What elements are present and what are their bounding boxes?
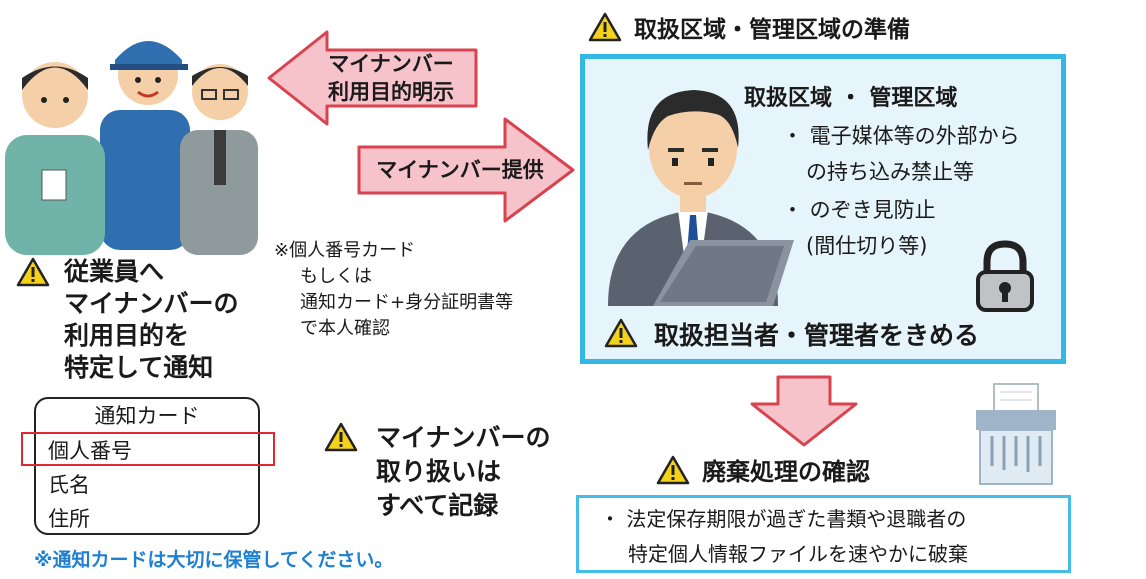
warning-icon [656,455,690,485]
zone-bullet1-line2: の持ち込み禁止等 [806,160,974,184]
disposal-box [576,495,1071,573]
employee-notice-line3: 利用目的を [64,321,190,350]
provide-arrow-label: マイナンバー提供 [376,158,544,182]
notification-card-row-address: 住所 [48,507,90,531]
notification-card [34,397,260,535]
employee-notice-line1: 従業員へ [64,257,165,286]
purpose-arrow-label-2: 利用目的明示 [328,80,454,104]
purpose-arrow-label-1: マイナンバー [328,52,454,76]
workers-illustration [0,20,260,255]
disposal-line1: ・ 法定保存期限が過ぎた書類や退職者の [600,507,967,531]
zone-bullet2-line1: ・ のぞき見防止 [782,198,936,222]
notification-card-row-number: 個人番号 [48,439,132,463]
purpose-disclosure-arrow [265,28,480,128]
warning-icon [324,422,358,452]
warning-icon [604,318,638,348]
zone-bullet1-line1: ・ 電子媒体等の外部から [782,124,1020,148]
notification-card-row-name: 氏名 [48,473,90,497]
warning-icon [16,257,50,287]
staff-heading: 取扱担当者・管理者をきめる [654,321,980,350]
zone-box-title: 取扱区域 ・ 管理区域 [744,86,958,111]
disposal-heading: 廃棄処理の確認 [702,458,870,486]
zone-bullet2-line2: (間仕切り等) [806,234,928,258]
employee-notice-line2: マイナンバーの [64,289,239,318]
staff-with-laptop-illustration [598,70,794,306]
id-check-line2: もしくは [300,266,372,287]
notification-card-title: 通知カード [94,404,200,428]
disposal-line2: 特定個人情報ファイルを速やかに破棄 [628,542,968,566]
card-storage-note: ※通知カードは大切に保管してください。 [34,549,394,571]
record-notice-line1: マイナンバーの [376,423,551,452]
record-notice-line3: すべて記録 [376,491,499,520]
id-check-line4: で本人確認 [300,318,390,339]
number-highlight-box [21,432,275,466]
shredder-icon [972,382,1060,486]
down-arrow [748,374,860,448]
number-provide-arrow [355,115,577,225]
padlock-icon [974,240,1036,312]
zone-heading: 取扱区域・管理区域の準備 [634,17,910,43]
warning-icon [588,12,622,42]
employee-notice-line4: 特定して通知 [64,353,214,382]
record-notice-line2: 取り扱いは [376,457,502,486]
id-check-line3: 通知カード+身分証明書等 [300,292,514,313]
id-check-line1: ※個人番号カード [274,240,416,261]
